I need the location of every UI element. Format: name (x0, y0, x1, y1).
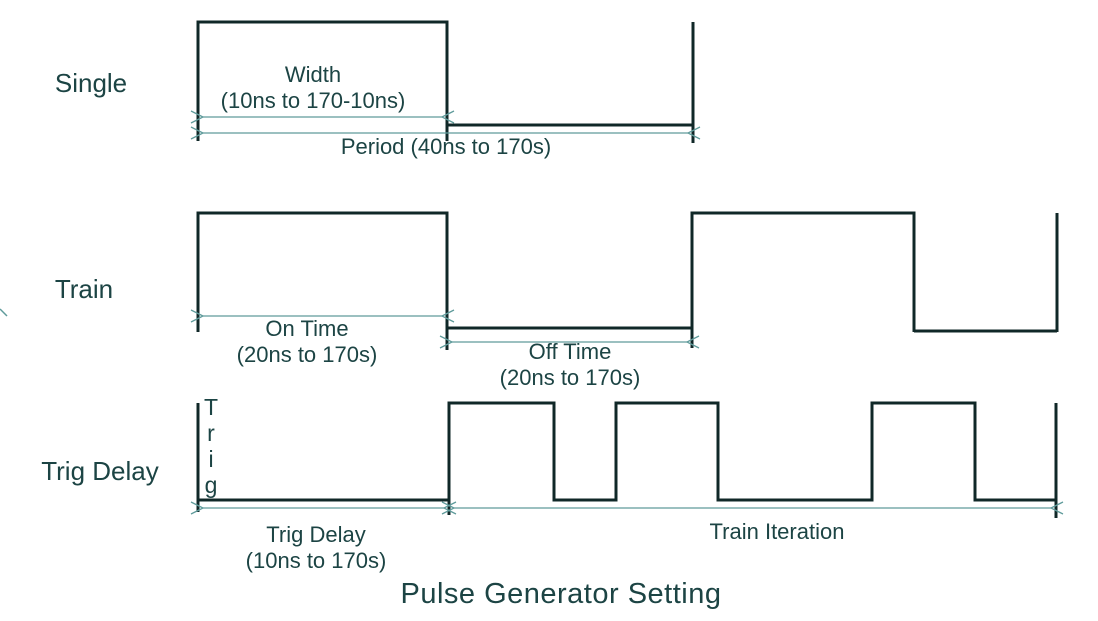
trig-vertical-marker: T r i g (203, 394, 219, 498)
train-pulse2-outline (690, 211, 916, 348)
figure-title: Pulse Generator Setting (400, 578, 722, 610)
trig-delay-row-label: Trig Delay (41, 456, 159, 486)
period-annotation: Period (40ns to 170s) (340, 134, 552, 159)
on-time-annotation: On Time (20ns to 170s) (236, 316, 378, 367)
left-edge-mark (0, 308, 8, 317)
train-iteration-annotation: Train Iteration (709, 519, 845, 544)
train-row-label: Train (54, 274, 114, 304)
single-row-label: Single (54, 68, 128, 98)
train-pulse1-outline (196, 211, 449, 350)
trig-pulse-train-outline (447, 401, 1056, 515)
off-time-annotation: Off Time (20ns to 170s) (499, 339, 641, 390)
single-pulse-outline (196, 20, 449, 141)
trig-delay-annotation: Trig Delay (10ns to 170s) (245, 522, 387, 573)
width-annotation: Width (10ns to 170-10ns) (220, 62, 406, 113)
